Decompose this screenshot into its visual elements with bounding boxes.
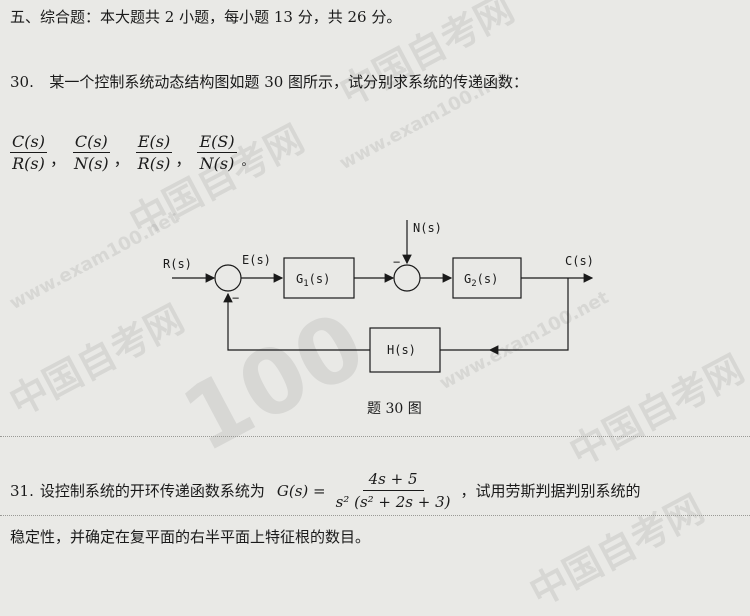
separator: ， <box>175 149 192 169</box>
error-label: E(s) <box>242 253 271 267</box>
fraction-denominator: s² (s² + 2s + 3) <box>335 493 451 511</box>
separator: ， <box>113 149 130 169</box>
fraction-denominator: R(s) <box>12 154 45 173</box>
minus-sign-1: − <box>232 291 239 305</box>
question-30-number: 30. <box>10 73 34 91</box>
block-g2-label: G2(s) <box>464 272 498 289</box>
feedback-line-return <box>223 292 370 351</box>
transfer-function-list: C(s) R(s) ， C(s) N(s) ， E(s) R(s) ， E(S)… <box>10 132 254 173</box>
fraction-e-over-r: E(s) R(s) <box>135 132 173 173</box>
fraction-numerator: 4s + 5 <box>362 470 424 491</box>
output-label: C(s) <box>565 254 594 268</box>
block-diagram: R(s) E(s) N(s) C(s) − − G1(s) G2(s) H(s) <box>163 220 594 373</box>
question-31-text: 设控制系统的开环传递函数系统为 <box>39 482 265 500</box>
fraction-numerator: E(S) <box>197 132 237 153</box>
question-31-number: 31. <box>10 481 34 500</box>
transfer-function-lhs: G(s) = <box>276 481 326 500</box>
fraction-c-over-n: C(s) N(s) <box>72 132 111 173</box>
divider <box>0 515 750 516</box>
fraction-denominator: N(s) <box>73 154 109 173</box>
question-31-text-after: ，试用劳斯判据判别系统的 <box>460 482 641 500</box>
figure-caption: 题 30 图 <box>367 401 422 417</box>
fraction-denominator: N(s) <box>199 154 235 173</box>
minus-sign-2: − <box>393 255 400 269</box>
fraction-numerator: C(s) <box>10 132 47 153</box>
block-h-label: H(s) <box>387 343 416 357</box>
end-mark: 。 <box>241 154 254 168</box>
fraction-numerator: C(s) <box>72 132 110 153</box>
fraction-e-over-n: E(S) N(s) <box>197 132 237 173</box>
separator: ， <box>49 149 66 169</box>
feedback-line-down <box>488 278 569 355</box>
fraction-c-over-r: C(s) R(s) <box>10 132 47 173</box>
summing-junction-1 <box>214 264 242 292</box>
block-g1-label: G1(s) <box>296 272 330 289</box>
input-label: R(s) <box>163 257 192 271</box>
question-31: 31. 设控制系统的开环传递函数系统为 G(s) = 4s + 5 s² (s²… <box>10 470 641 511</box>
open-loop-transfer-function: 4s + 5 s² (s² + 2s + 3) <box>330 470 457 511</box>
section-title: 五、综合题：本大题共 2 小题，每小题 13 分，共 26 分。 <box>10 8 402 26</box>
question-30: 30. 某一个控制系统动态结构图如题 30 图所示，试分别求系统的传递函数： <box>10 71 528 92</box>
fraction-numerator: E(s) <box>135 132 173 153</box>
question-30-text: 某一个控制系统动态结构图如题 30 图所示，试分别求系统的传递函数： <box>49 73 529 91</box>
fraction-denominator: R(s) <box>137 154 171 173</box>
divider <box>0 436 750 437</box>
disturbance-label: N(s) <box>413 221 442 235</box>
question-31-continuation: 稳定性，并确定在复平面的右半平面上特征根的数目。 <box>10 528 371 546</box>
